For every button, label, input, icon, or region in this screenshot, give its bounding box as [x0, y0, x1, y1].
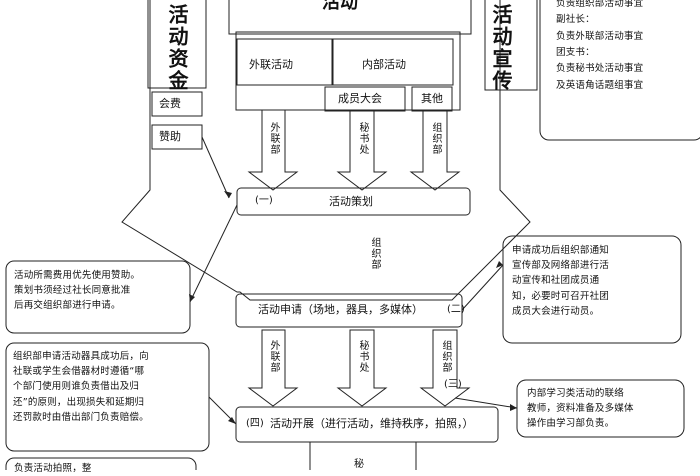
equipment-note-line: 个部门使用则谁负责借出及归: [13, 381, 140, 393]
publicity-note-line: 知，必要时可召开社团: [512, 290, 610, 302]
funding-fee: 会费: [159, 97, 181, 110]
funnel-organization-label: 组织部: [369, 237, 380, 270]
publicity-label: 活动宣传: [489, 4, 513, 92]
arrow-secretariat-label-2: 秘书处: [357, 340, 368, 373]
connector-step3-to-study-note: [454, 397, 518, 409]
planning-label: 活动策划: [329, 195, 373, 208]
equipment-note: 组织部申请活动器具成功后，向 社联或学生会借器材时遵循“哪 个部门使用则谁负责借…: [13, 349, 207, 425]
equipment-note-line: 还罚款时由借出部门负责赔偿。: [13, 411, 149, 423]
roles-line: 副社长：: [556, 14, 595, 26]
arrow-secretariat-to-planning: [336, 109, 388, 191]
header-title-fragment: 活动: [322, 0, 358, 13]
step-three-marker: (三): [444, 379, 462, 390]
publicity-note-line: 成员大会进行动员。: [512, 305, 600, 317]
execution-label: 活动开展（进行活动，维持秩序，拍照，）: [270, 417, 474, 430]
arrow-external-label: 外联部: [268, 122, 279, 155]
roles-line: 负责外联部活动事宜: [556, 30, 644, 42]
arrow-external-label-2: 外联部: [268, 340, 279, 373]
equipment-note-line: 社联或学生会借器材时遵循“哪: [13, 366, 145, 378]
arrowhead-study-note: [510, 404, 517, 411]
publicity-note-line: 申请成功后组织部通知: [512, 245, 610, 256]
arrow-organization-label-2: 组织部: [440, 340, 451, 373]
execution-box: [235, 406, 499, 443]
member-meeting-label: 成员大会: [338, 92, 382, 105]
arrowhead-funding-note: [189, 294, 195, 302]
connector-planning-to-funding-note: [189, 204, 238, 303]
member-meeting-box: [324, 86, 406, 112]
roles-note: 负责组织部活动事宜 副社长： 负责外联部活动事宜 团支书： 负责秘书处活动事宜 …: [556, 0, 698, 94]
funding-column-outline: [147, 0, 207, 89]
study-note: 内部学习类活动的联络 教师，资料准备及多媒体 操作由学习部负责。: [527, 386, 682, 432]
other-box: [411, 86, 453, 112]
funding-note-line: 后再交组织部进行申请。: [14, 300, 121, 312]
arrow-external-to-execution: [247, 329, 299, 407]
internal-activity-box: [332, 38, 454, 86]
connector-application-to-publicity-note: [461, 264, 504, 311]
funding-fee-box: [151, 91, 203, 117]
funding-sponsor: 赞助: [159, 130, 181, 143]
external-activity-label: 外联活动: [249, 58, 293, 71]
internal-activity-label: 内部活动: [362, 58, 406, 71]
funding-note: 活动所需费用优先使用赞助。 策划书须经过社长同意批准 后再交组织部进行申请。: [14, 268, 186, 314]
arrowhead-equipment-note: [228, 417, 236, 424]
roles-note-box: [539, 0, 700, 141]
other-label: 其他: [421, 92, 443, 105]
arrow-organization-to-execution: [419, 329, 471, 407]
planning-marker: (一): [255, 195, 273, 206]
study-note-line: 教师，资料准备及多媒体: [527, 403, 634, 415]
main-flow-frame: [121, 0, 531, 301]
application-label: 活动申请（场地，器具，多媒体）: [258, 303, 423, 316]
internal-activity-container: [235, 31, 461, 111]
bottom-note: 负责活动拍照，整: [14, 463, 92, 474]
application-marker: (二): [447, 304, 465, 315]
funding-note-line: 活动所需费用优先使用赞助。: [14, 270, 141, 281]
funding-label: 活动资金: [165, 4, 189, 92]
publicity-note-line: 动宣传和社团成员通: [512, 275, 600, 287]
arrowhead-planning: [224, 191, 232, 198]
execution-marker: (四): [246, 418, 264, 429]
bottom-note-box: [5, 457, 197, 470]
equipment-note-line: 组织部申请活动器具成功后，向: [13, 351, 149, 362]
bottom-arrow-char: 秘: [354, 459, 364, 470]
top-header-box: [228, 0, 472, 35]
external-activity-box: [236, 38, 333, 86]
roles-line: 及英语角话题组事宜: [556, 79, 644, 91]
publicity-column-outline: [484, 0, 538, 91]
arrow-secretariat-label: 秘书处: [357, 122, 368, 155]
equipment-note-line: 还”的原则，出现损失和延期归: [13, 396, 145, 408]
roles-line: 负责组织部活动事宜: [556, 0, 644, 9]
funding-note-line: 策划书须经过社长同意批准: [14, 285, 131, 297]
arrow-external-to-planning: [247, 109, 299, 191]
application-box: [235, 293, 463, 328]
publicity-note-line: 宣传部及网络部进行活: [512, 260, 610, 272]
arrow-organization-to-planning: [409, 109, 461, 191]
publicity-note: 申请成功后组织部通知 宣传部及网络部进行活 动宣传和社团成员通 知，必要时可召开…: [512, 243, 677, 319]
study-note-line: 操作由学习部负责。: [527, 418, 615, 430]
publicity-note-box: [502, 235, 682, 344]
planning-box: [236, 187, 471, 216]
arrow-organization-label: 组织部: [430, 122, 441, 155]
arrow-bottom: [309, 442, 417, 470]
connector-sponsor-to-note: [201, 136, 230, 199]
arrowhead-publicity-note: [496, 261, 503, 268]
study-note-line: 内部学习类活动的联络: [527, 388, 625, 399]
arrow-secretariat-to-execution: [336, 329, 388, 407]
study-note-box: [516, 379, 685, 438]
roles-line: 负责秘书处活动事宜: [556, 63, 644, 75]
roles-line: 团支书：: [556, 46, 595, 58]
